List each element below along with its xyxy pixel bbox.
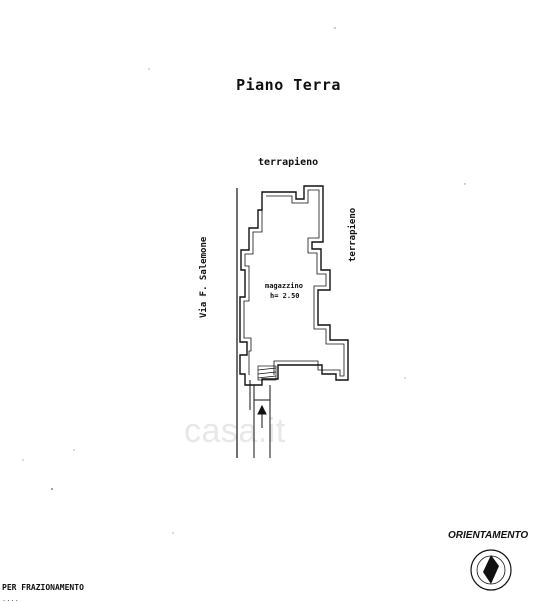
building-inner-outline-left <box>243 210 263 375</box>
building-outline <box>239 185 349 386</box>
building-inner-outline <box>266 189 345 377</box>
entrance-arrow-icon <box>257 404 267 428</box>
room-height-label: h= 2.50 <box>270 292 300 300</box>
orientation-label: ORIENTAMENTO <box>448 530 529 541</box>
footer-note-cropped: .... <box>2 595 19 603</box>
compass-north-icon <box>470 549 512 591</box>
label-terrapieno-right: terrapieno <box>348 207 358 262</box>
entrance-corridor <box>249 380 271 458</box>
entrance-stair-hatch <box>257 365 277 381</box>
plan-title: Piano Terra <box>236 76 341 94</box>
street-label: Via F. Salemone <box>199 236 209 318</box>
room-name-label: magazzino <box>265 282 303 290</box>
scan-specks <box>22 27 466 534</box>
watermark-text: casa.it <box>184 412 286 450</box>
label-terrapieno-top: terrapieno <box>258 157 319 168</box>
footer-note: PER FRAZIONAMENTO <box>2 583 84 592</box>
